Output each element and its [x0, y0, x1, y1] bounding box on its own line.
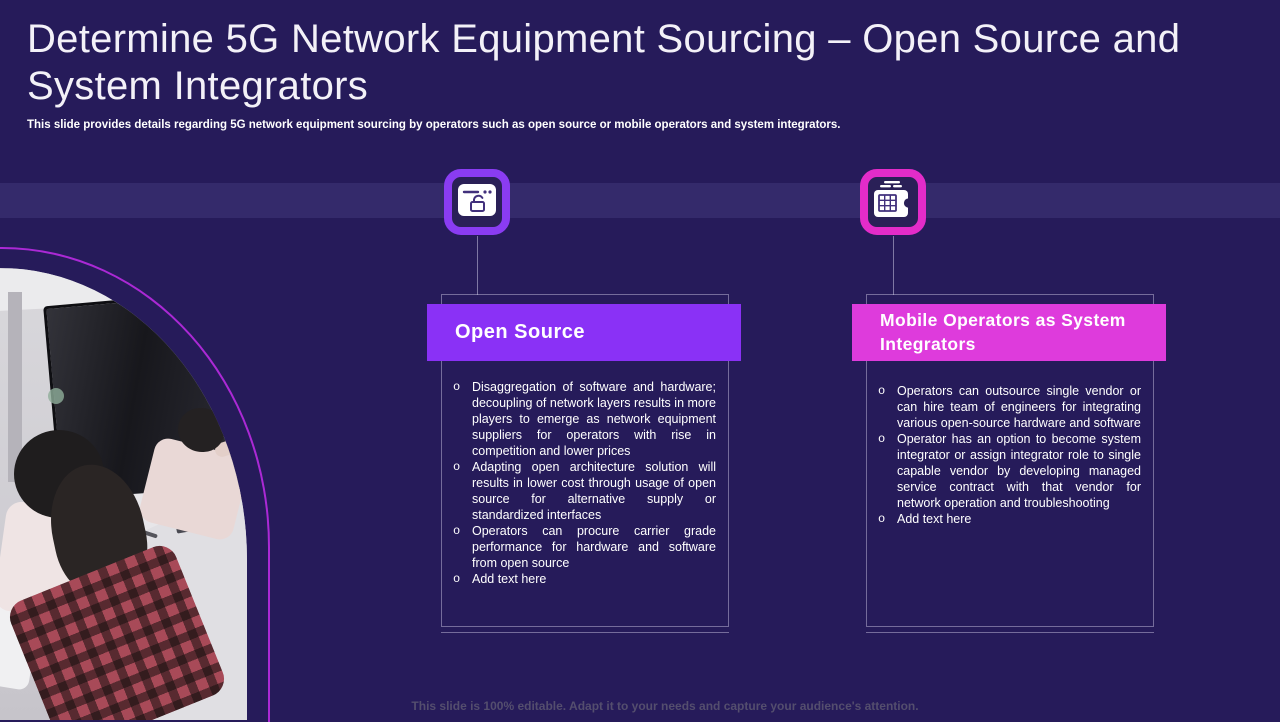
connector-line-left [477, 236, 478, 295]
open-source-content-box [441, 294, 729, 633]
photo-tv-logo [48, 388, 64, 404]
list-item: Operators can outsource single vendor or… [877, 383, 1141, 431]
system-integrator-content-box [866, 294, 1154, 633]
photo-person-pointing-head [178, 408, 224, 452]
connector-line-right [893, 236, 894, 295]
decorative-band [0, 183, 1280, 218]
browser-open-lock-icon [457, 183, 497, 222]
office-photo [0, 268, 247, 720]
page-title: Determine 5G Network Equipment Sourcing … [27, 17, 1181, 109]
open-source-bullet-list: Disaggregation of software and hardware;… [452, 379, 716, 587]
list-item: Operator has an option to become system … [877, 431, 1141, 511]
list-item: Disaggregation of software and hardware;… [452, 379, 716, 459]
list-item: Add text here [877, 511, 1141, 527]
system-integrator-header-label: Mobile Operators as System Integrators [880, 310, 1126, 354]
list-item: Add text here [452, 571, 716, 587]
open-source-icon-badge [444, 169, 510, 235]
photo-doorframe [8, 292, 22, 482]
open-source-header-label: Open Source [455, 321, 585, 343]
footer-note: This slide is 100% editable. Adapt it to… [411, 699, 919, 713]
list-item: Operators can procure carrier grade perf… [452, 523, 716, 571]
system-integrator-icon-badge [860, 169, 926, 235]
open-source-header: Open Source [427, 304, 741, 361]
system-integrator-bullet-list: Operators can outsource single vendor or… [877, 383, 1141, 527]
sim-card-icon [870, 180, 916, 224]
system-integrator-header: Mobile Operators as System Integrators [852, 304, 1166, 361]
slide-subtitle: This slide provides details regarding 5G… [27, 119, 841, 131]
list-item: Adapting open architecture solution will… [452, 459, 716, 523]
